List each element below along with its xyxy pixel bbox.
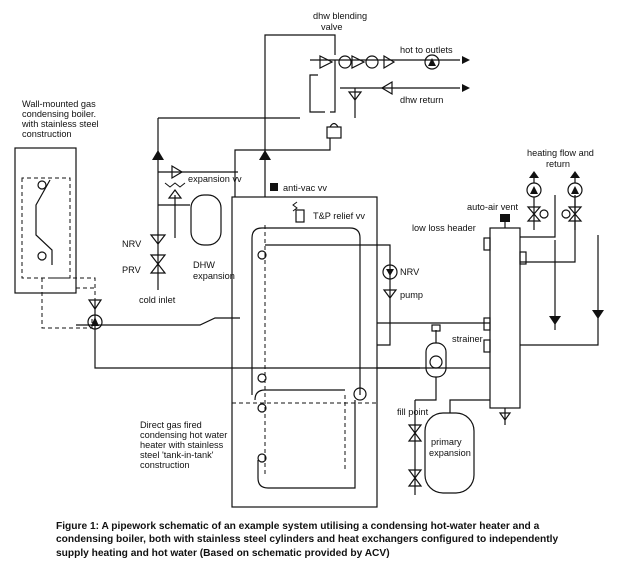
dhw-expansion-vessel (190, 194, 222, 246)
heating-valve-2-icon (567, 206, 583, 222)
blending-valve-label-line1: dhw blending (313, 11, 367, 21)
strainer-label: strainer (452, 334, 483, 344)
heating-valve-1-icon (526, 206, 542, 222)
pump-label: pump (400, 290, 423, 300)
boiler-label-line2: condensing boiler. (22, 109, 96, 119)
dhw-expansion-label-line1: DHW (193, 260, 215, 270)
figure-caption: Figure 1: A pipework schematic of an exa… (56, 521, 559, 559)
nrv-right-label: NRV (400, 267, 420, 277)
dhw-return-nrv-icon (380, 80, 393, 96)
heating-label-line2: return (546, 159, 570, 169)
anti-vac-label: anti-vac vv (283, 183, 327, 193)
boiler-label-line1: Wall-mounted gas (22, 99, 96, 109)
boiler-label-line3: with stainless steel (21, 119, 99, 129)
blending-valve-label-line2: valve (321, 22, 342, 32)
heater-burner-icon (353, 387, 367, 401)
low-loss-header-label: low loss header (412, 223, 476, 233)
tp-relief-label: T&P relief vv (313, 211, 365, 221)
dhw-expansion-label-line2: expansion (193, 271, 235, 281)
nrv-right-icon (382, 264, 398, 280)
cold-inlet-label: cold inlet (139, 295, 176, 305)
pipework-schematic: Wall-mounted gas condensing boiler. with… (14, 11, 604, 508)
cold-nrv-icon (149, 234, 167, 245)
prv-label: PRV (122, 265, 142, 275)
boiler-nrv-icon (87, 299, 103, 311)
cold-nrv-label: NRV (122, 239, 142, 249)
anti-vac-valve-icon (270, 183, 278, 191)
dhw-isolator-icon (326, 126, 342, 139)
heater-label-line5: construction (140, 460, 190, 470)
dhw-pump-icon (424, 54, 440, 70)
hot-to-outlets-label: hot to outlets (400, 45, 453, 55)
fill-valve-upper-icon (407, 424, 423, 442)
tp-relief-valve-icon (295, 209, 305, 223)
heater-label-line2: condensing hot water (140, 430, 227, 440)
boiler-label-line4: construction (22, 129, 72, 139)
heater-label-line1: Direct gas fired (140, 420, 202, 430)
strainer (425, 324, 447, 378)
primary-expansion-label-line2: expansion (429, 448, 471, 458)
wall-mounted-boiler (14, 147, 77, 294)
auto-air-vent-label: auto-air vent (467, 202, 519, 212)
heating-label-line1: heating flow and (527, 148, 594, 158)
expansion-vv-label: expansion vv (188, 174, 242, 184)
boiler-pump-icon (87, 314, 103, 330)
low-loss-header (489, 227, 521, 409)
fill-valve-lower-icon (407, 469, 423, 487)
circ-pump-icon (382, 289, 398, 299)
gas-fired-water-heater (231, 196, 378, 508)
prv-icon (149, 254, 167, 274)
blending-valve-icon (338, 55, 352, 69)
heater-label-line3: heater with stainless (140, 440, 224, 450)
primary-expansion-label-line1: primary (431, 437, 462, 447)
dhw-return-label: dhw return (400, 95, 443, 105)
expansion-vv-icon (171, 164, 184, 180)
heater-label-line4: steel 'tank-in-tank' (140, 450, 214, 460)
fill-point-label: fill point (397, 407, 429, 417)
auto-air-vent-icon (500, 214, 510, 222)
